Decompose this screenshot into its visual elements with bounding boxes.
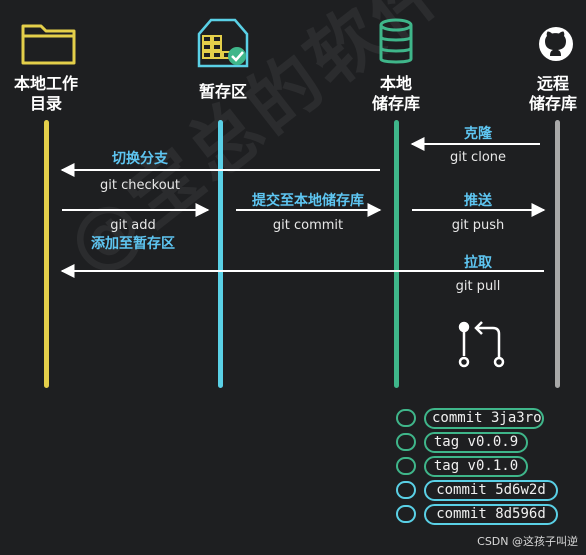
history-item: commit 3ja3ro (396, 408, 562, 429)
commit-command: git commit (272, 218, 344, 233)
add-cn-label: 添加至暂存区 (91, 236, 175, 252)
history-label: commit 3ja3ro (424, 408, 544, 429)
history-label: commit 5d6w2d (424, 480, 558, 501)
staging-lane (218, 120, 223, 388)
commit-cn-label: 提交至本地储存库 (252, 193, 364, 209)
local-repo-lane (394, 120, 399, 388)
history-label: commit 8d596d (424, 504, 558, 525)
history-node-icon (396, 505, 416, 523)
push-command: git push (451, 218, 505, 233)
clone-command: git clone (449, 150, 507, 165)
branch-merge-icon (458, 321, 505, 368)
remote-repo-lane (555, 120, 560, 388)
history-label: tag v0.0.9 (424, 432, 528, 453)
history-node-icon (396, 481, 416, 499)
checkout-cn-label: 切换分支 (112, 151, 168, 167)
clone-cn-label: 克隆 (464, 126, 492, 142)
staging-label: 暂存区 (198, 82, 247, 101)
add-command: git add (110, 218, 156, 233)
workdir-label: 本地工作 目录 (13, 74, 78, 113)
folder-icon (21, 24, 76, 65)
history-item: commit 5d6w2d (396, 480, 562, 501)
database-icon (379, 18, 413, 64)
pull-command: git pull (455, 279, 501, 294)
push-cn-label: 推送 (464, 193, 492, 209)
history-node-icon (396, 457, 416, 475)
checkout-command: git checkout (100, 178, 180, 193)
history-node-icon (396, 409, 416, 427)
history-item: commit 8d596d (396, 504, 562, 525)
csdn-credit: CSDN @这孩子叫逆 (477, 535, 578, 548)
history-item: tag v0.0.9 (396, 432, 562, 453)
history-node-icon (396, 433, 416, 451)
workdir-lane (44, 120, 49, 388)
local-repo-label: 本地 储存库 (371, 74, 420, 113)
remote-repo-label: 远程 储存库 (528, 74, 577, 113)
staging-box-icon (197, 18, 249, 68)
pull-cn-label: 拉取 (464, 255, 492, 271)
history-label: tag v0.1.0 (424, 456, 528, 477)
history-item: tag v0.1.0 (396, 456, 562, 477)
github-icon (539, 27, 573, 61)
